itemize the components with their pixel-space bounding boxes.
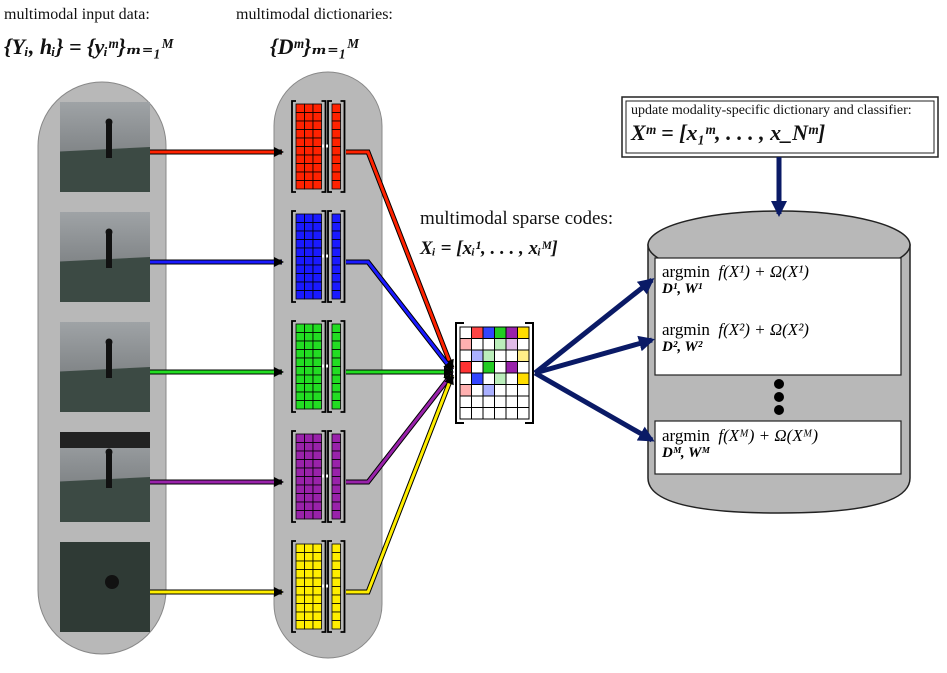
code-link-5 [346, 374, 454, 594]
ellipsis-dot [774, 405, 784, 415]
camera-frame [60, 322, 150, 412]
optimization-2: argmin f(X²) + Ω(X²) D², W² [662, 320, 809, 357]
code-link-1 [346, 150, 454, 370]
objective: f(X²) + Ω(X²) [718, 320, 809, 339]
dictionary-title: multimodal dictionaries: [236, 6, 393, 23]
dictionary-3 [291, 320, 346, 413]
dictionary-formula: {Dᵐ}ₘ₌₁ᴹ [270, 34, 359, 59]
optimization-m: argmin f(Xᴹ) + Ω(Xᴹ) Dᴹ, Wᴹ [662, 426, 818, 463]
input-formula: {Yᵢ, hᵢ} = {yᵢᵐ}ₘ₌₁ᴹ [4, 34, 173, 59]
camera-frame [60, 212, 150, 302]
optimization-box-m [654, 420, 902, 475]
optimization-1: argmin f(X¹) + Ω(X¹) D¹, W¹ [662, 262, 809, 299]
optimization-box-1 [654, 257, 902, 376]
variables: D², W² [662, 339, 703, 355]
argmin-label: argmin [662, 426, 710, 445]
person [106, 124, 112, 158]
variables: Dᴹ, Wᴹ [662, 445, 710, 461]
code-link-4 [346, 372, 454, 484]
codes-title: multimodal sparse codes: [420, 208, 614, 229]
update-title: update modality-specific dictionary and … [631, 103, 912, 118]
ellipsis-dot [774, 379, 784, 389]
output-arrow-3 [533, 370, 655, 443]
argmin-label: argmin [662, 320, 710, 339]
person [106, 344, 112, 378]
update-box [621, 96, 939, 158]
sparse-code-matrix [455, 322, 534, 424]
person [106, 234, 112, 268]
ellipsis-dot [774, 392, 784, 402]
camera-frame [60, 542, 150, 632]
camera-frame [60, 102, 150, 192]
codes-formula: Xᵢ = [xᵢ¹, . . . , xᵢᴹ] [420, 238, 558, 259]
dictionary-2 [291, 210, 346, 303]
person [106, 454, 112, 488]
dictionary-4 [291, 430, 346, 523]
variables: D¹, W¹ [662, 281, 703, 297]
output-arrow-1 [533, 278, 655, 375]
update-formula: Xᵐ = [x₁ᵐ, . . . , x_Nᵐ] [631, 120, 826, 145]
input-title: multimodal input data: [4, 6, 150, 23]
person [105, 575, 119, 589]
objective: f(Xᴹ) + Ω(Xᴹ) [718, 426, 819, 445]
dictionary-5 [291, 540, 346, 633]
output-arrow-2 [534, 335, 655, 376]
argmin-label: argmin [662, 262, 710, 281]
camera-frame [60, 432, 150, 522]
code-link-2 [346, 260, 454, 372]
dictionary-1 [291, 100, 346, 193]
objective: f(X¹) + Ω(X¹) [718, 262, 809, 281]
